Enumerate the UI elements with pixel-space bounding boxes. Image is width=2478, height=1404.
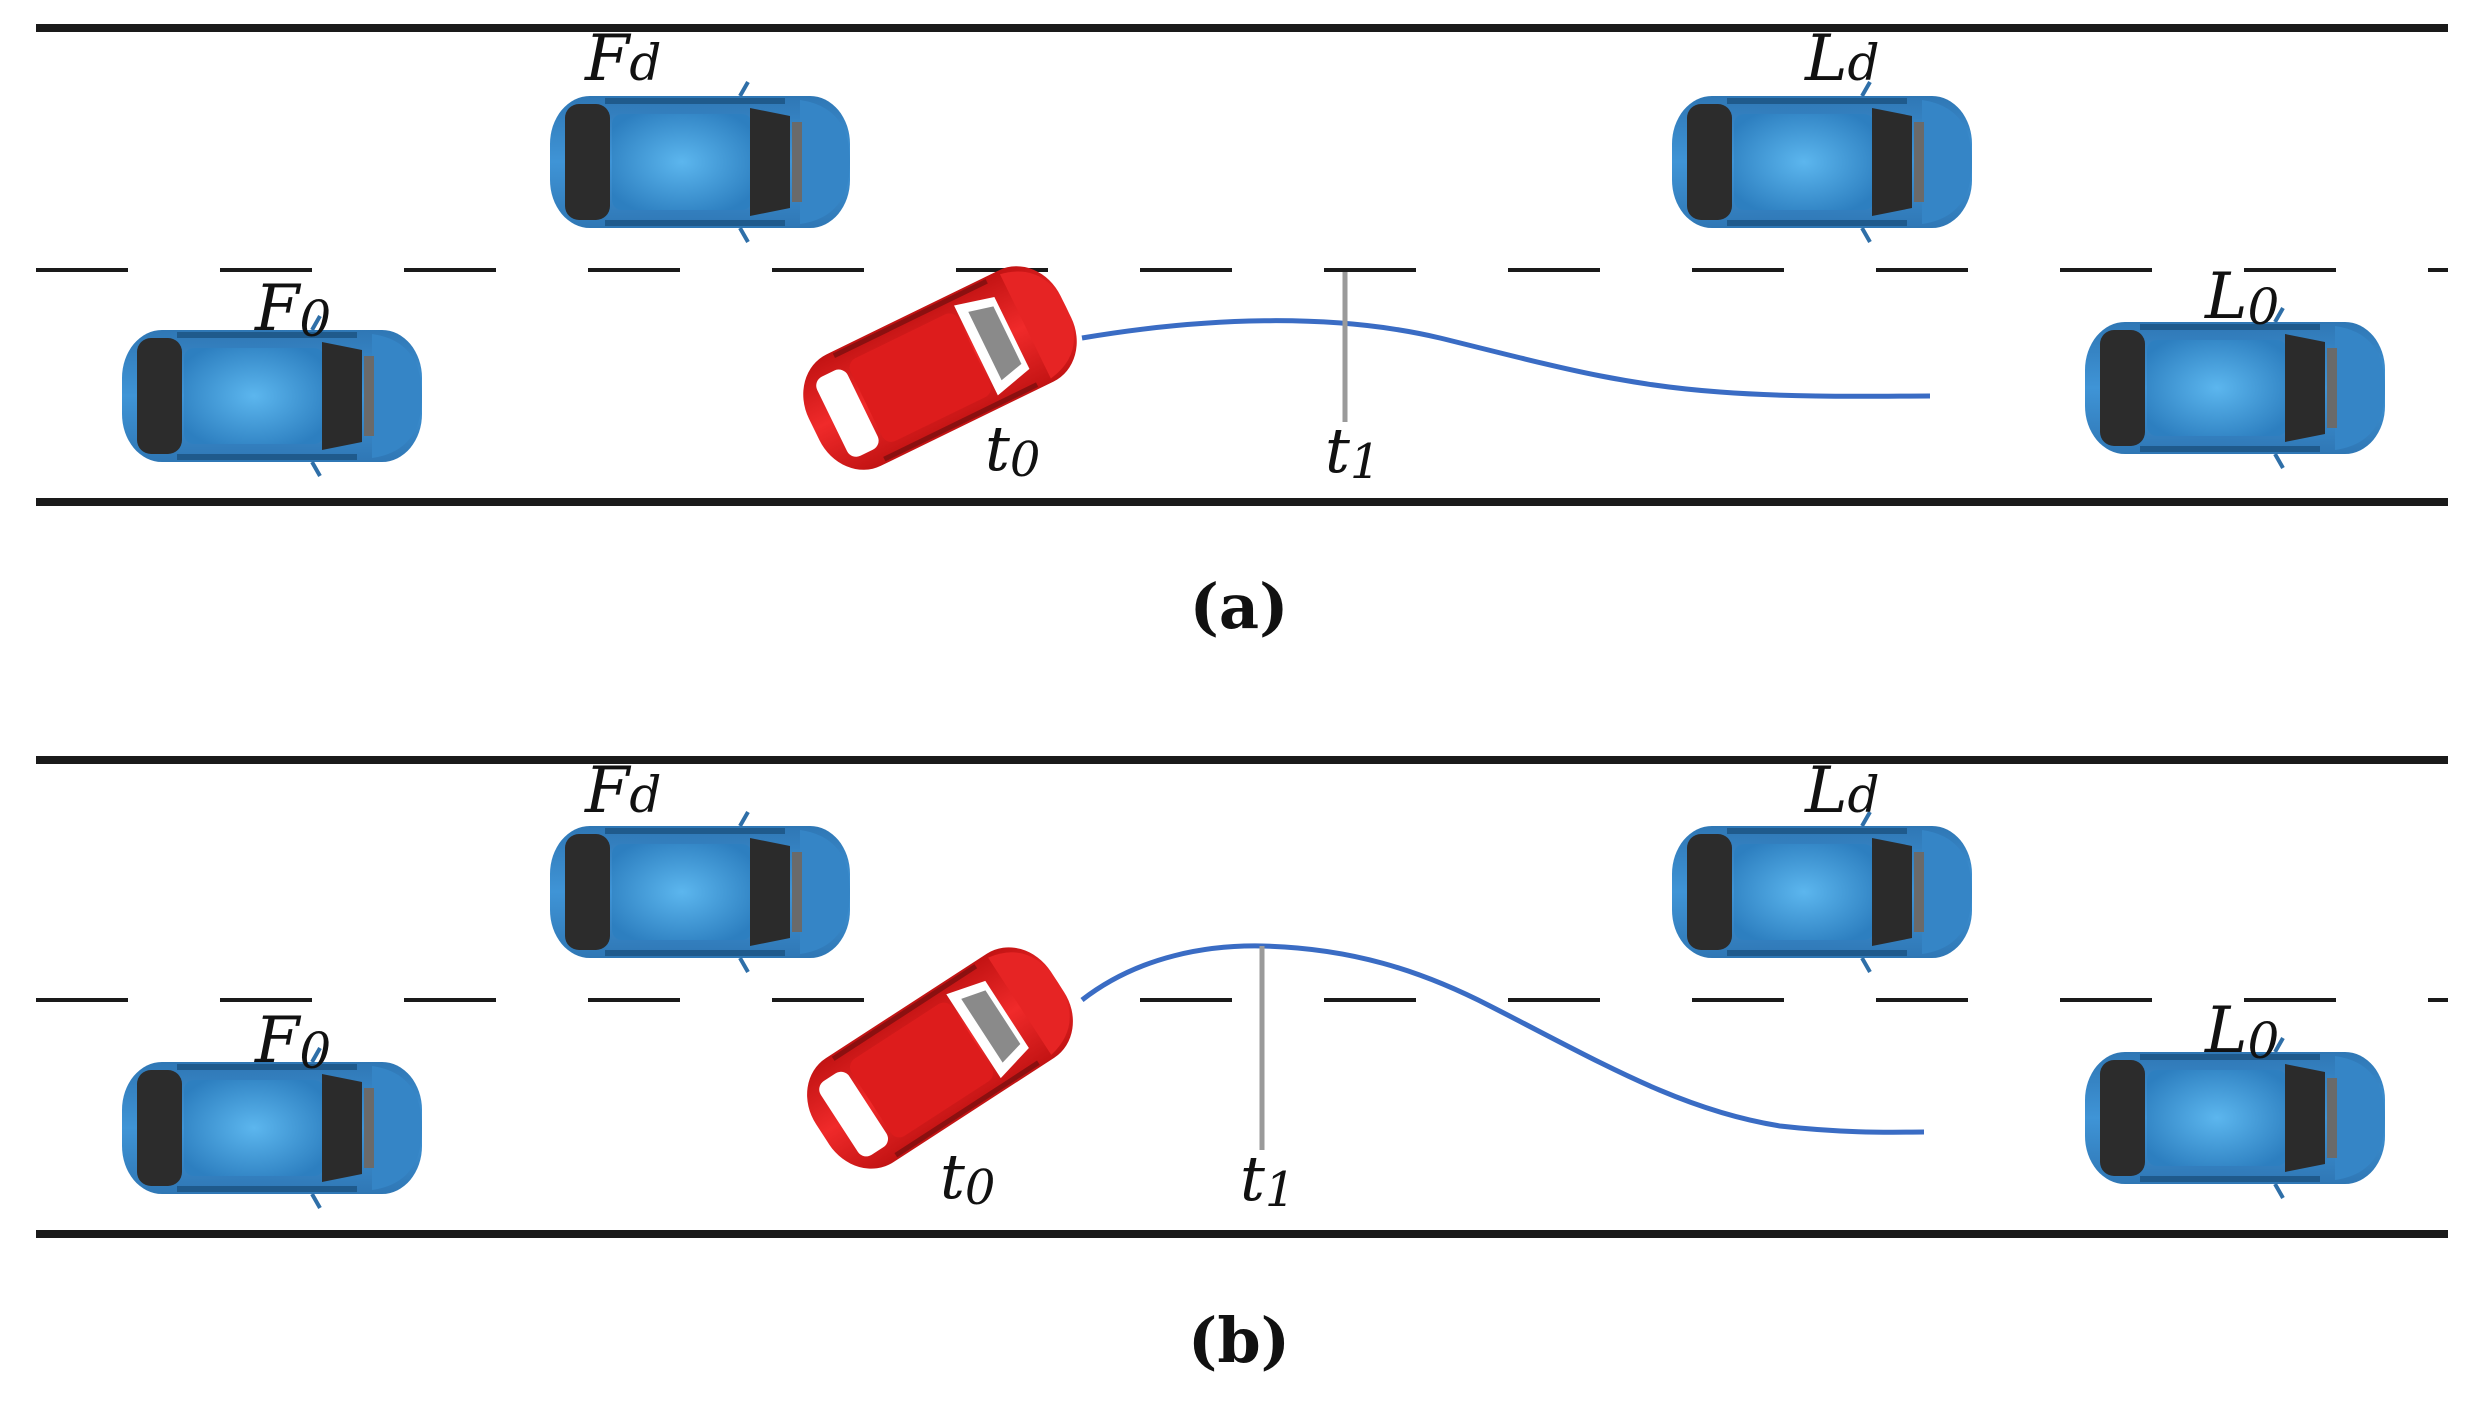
label-t1: t1 xyxy=(1325,414,1380,490)
label-t0: t0 xyxy=(985,412,1040,488)
label-f0: F0 xyxy=(254,1004,331,1080)
trajectory xyxy=(1081,318,1931,399)
vehicle-ld xyxy=(1670,810,1974,974)
vehicle-ld xyxy=(1670,80,1974,244)
label-fd: Fd xyxy=(584,22,661,96)
caption-b: (b) xyxy=(1188,1304,1290,1377)
panel-b: Fd Ld F0 L0 t0 t1 (b) xyxy=(36,754,2448,1377)
label-l0: L0 xyxy=(2204,994,2279,1070)
vehicle-fd xyxy=(548,80,852,244)
label-t0: t0 xyxy=(940,1140,995,1216)
label-t1: t1 xyxy=(1240,1142,1295,1218)
panel-a: Fd Ld F0 L0 t0 t1 (a) xyxy=(36,22,2448,643)
label-f0: F0 xyxy=(254,272,331,348)
label-l0: L0 xyxy=(2204,260,2279,336)
vehicle-fd xyxy=(548,810,852,974)
label-ld: Ld xyxy=(1804,22,1880,96)
ego-vehicle xyxy=(786,250,1094,486)
label-ld: Ld xyxy=(1804,754,1880,828)
caption-a: (a) xyxy=(1190,570,1289,643)
trajectory xyxy=(1080,943,1925,1135)
label-fd: Fd xyxy=(584,754,661,828)
